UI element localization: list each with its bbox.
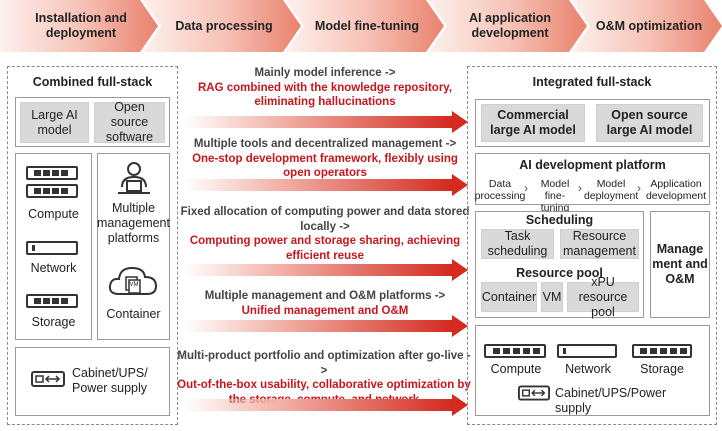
network-label: Network: [565, 362, 611, 376]
compute-label: Compute: [28, 207, 79, 221]
admin-user-icon: [118, 162, 150, 194]
resource-management-box: Resource management: [560, 229, 639, 259]
vm-pool-box: VM: [541, 282, 563, 312]
compute-label: Compute: [490, 362, 542, 376]
stage-om-optimization: O&M optimization: [572, 0, 722, 52]
network-switch-icon: [26, 241, 78, 255]
task-scheduling-box: Task scheduling: [481, 229, 554, 259]
dev-step-arrow: ›: [524, 181, 528, 195]
multiple-management-label: Multiple management platforms: [97, 201, 170, 245]
combined-full-stack-panel: [7, 66, 178, 425]
stage-model-fine-tuning: Model fine-tuning: [286, 0, 444, 52]
comparison-text-1: Mainly model inference ->RAG combined wi…: [197, 67, 453, 108]
container-cloud-icon: [108, 266, 158, 295]
compute-server-icon: [484, 344, 546, 358]
right-panel-title: Integrated full-stack: [532, 75, 652, 89]
vm-icon-label: VM: [129, 282, 139, 288]
dev-step-model-fine-tuning: Model fine-tuning: [540, 178, 570, 214]
ai-dev-platform-title: AI development platform: [519, 158, 666, 172]
management-om-label: Manage ment and O&M: [652, 242, 708, 286]
commercial-model-box: Commercial large AI model: [481, 104, 585, 142]
container-label: Container: [106, 307, 161, 321]
dev-step-application-development: Application development: [645, 178, 707, 202]
comparison-arrow-2: [184, 174, 468, 196]
storage-label: Storage: [31, 315, 76, 329]
storage-label: Storage: [640, 362, 684, 376]
dev-step-arrow: ›: [578, 181, 582, 195]
scheduling-title: Scheduling: [525, 213, 594, 227]
resource-pool-title: Resource pool: [516, 266, 603, 280]
open-source-software-box: Open source software: [94, 100, 165, 144]
xpu-pool-box: xPU resource pool: [567, 275, 639, 319]
comparison-text-4: Multiple management and O&M platforms ->…: [204, 290, 446, 317]
open-source-model-box: Open source large AI model: [596, 104, 703, 142]
comparison-arrow-4: [184, 315, 468, 337]
ai-dev-platform-box: [475, 153, 710, 205]
compute-server-icon: [26, 184, 78, 198]
comparison-arrow-1: [184, 111, 468, 133]
network-switch-icon: [557, 344, 617, 358]
infrastructure-box: [475, 325, 710, 416]
stage-ai-app-development: AI application development: [429, 0, 587, 52]
power-supply-icon: [31, 371, 65, 387]
comparison-arrow-5: [184, 394, 468, 416]
cabinet-label: Cabinet/UPS/Power supply: [555, 386, 667, 415]
storage-server-icon: [26, 294, 78, 308]
network-label: Network: [30, 261, 77, 275]
stage-data-processing: Data processing: [143, 0, 301, 52]
storage-server-icon: [632, 344, 692, 358]
compute-server-icon: [26, 166, 78, 180]
integrated-full-stack-panel: [467, 66, 717, 425]
stage-bar: Installation and deployment Data process…: [0, 0, 722, 52]
power-supply-icon: [518, 385, 550, 401]
stage-installation: Installation and deployment: [0, 0, 158, 52]
large-ai-model-box: Large AI model: [20, 102, 89, 143]
comparison-text-2: Multiple tools and decentralized managem…: [192, 138, 458, 179]
dev-step-data-processing: Data processing: [474, 178, 526, 202]
cabinet-label: Cabinet/UPS/ Power supply: [72, 366, 148, 395]
container-pool-box: Container: [481, 282, 537, 312]
dev-step-arrow: ›: [637, 181, 641, 195]
management-om-box: [650, 211, 710, 318]
dev-step-model-deployment: Model deployment: [584, 178, 639, 202]
comparison-text-3: Fixed allocation of computing power and …: [180, 206, 470, 262]
comparison-arrow-3: [184, 259, 468, 281]
left-panel-title: Combined full-stack: [32, 75, 153, 89]
